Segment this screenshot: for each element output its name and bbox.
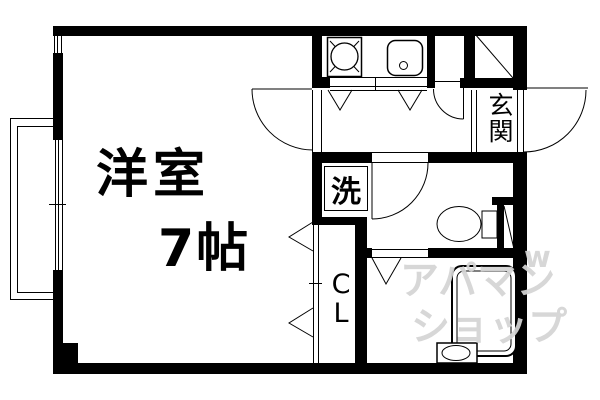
entry-opening-edge-1 [517,90,518,152]
closet-mid-tick [309,283,322,284]
balcony-outer-bottom [10,299,53,300]
main-room-label: 洋室 [96,145,211,205]
wall-entry-top [460,78,518,88]
room-door-swing [251,88,313,151]
wall-kitchen-left [312,36,322,88]
wall-entry-stub [464,36,475,83]
small-window-line-1 [54,35,55,53]
washroom-door-swing [371,162,429,220]
counter-bottom-line [330,77,427,78]
wall-corner-pillar [53,343,78,363]
balcony-inner-bottom [17,292,53,293]
entrance-label: 玄関 [485,92,514,144]
washroom-opening-top [372,152,428,153]
main-window-line-1 [55,140,56,270]
genkan-step-line-1 [471,90,472,152]
corridor-door-swing [433,88,464,120]
main-room-size-label: 7帖 [158,219,251,279]
room-opening-edge-2 [321,90,322,152]
watermark-corner: w [524,240,551,274]
counter-front-line-2 [330,90,427,91]
bath-opening-bottom [372,257,428,258]
closet-fold-mark-1 [288,221,314,252]
wall-right-upper [513,26,527,90]
bath-opening-top [372,249,428,250]
wall-kitchen-left-foot [312,77,330,88]
window-mid-tick [49,204,66,205]
wall-kitchen-right [427,36,435,88]
kitchen-fold-mark-2 [397,89,423,111]
wall-corridor-bottom-left [312,152,372,163]
kitchen-fold-mark-1 [327,89,353,111]
watermark-line-2: ショップ [411,305,568,350]
main-window-line-3 [62,140,63,270]
wall-pipespace-left [497,197,504,250]
wall-top [53,26,527,36]
wall-closet-top [312,217,363,225]
balcony-inner-top [17,126,53,127]
sink-icon [386,39,424,77]
room-opening-edge-1 [312,90,313,152]
wall-bath-top-right [428,248,527,258]
bathtub-icon [451,265,517,357]
main-window-line-2 [58,140,59,270]
washbasin-icon [436,342,478,364]
stove-icon [326,36,363,78]
closet-face-line-1 [313,225,314,363]
watermark-line-1: アパマン [400,259,556,304]
wall-left-upper [53,53,63,140]
balcony-inner-left [17,126,18,293]
balcony-outer-left [10,118,11,300]
fridge-space-line [435,81,462,82]
bath-fold-mark [371,257,402,286]
wall-washroom-left [312,152,322,225]
wall-corridor-bottom-right [428,152,527,163]
shoe-cabinet-icon [474,33,514,79]
wall-bath-top-left [355,248,372,258]
genkan-step-line-2 [476,90,477,152]
entry-opening-edge-2 [523,90,524,152]
closet-face-line-2 [318,225,319,363]
wall-left-lower [53,270,63,363]
balcony-outer-top [10,118,53,119]
counter-divider-line [375,77,376,91]
wall-bottom [53,363,527,374]
counter-front-line-1 [330,86,427,87]
washroom-opening-bottom [372,162,428,163]
small-window-line-3 [61,35,62,53]
toilet-icon [436,206,498,242]
small-window-line-2 [57,35,58,53]
closet-fold-mark-2 [288,307,314,338]
laundry-box-label: 洗 [324,166,368,211]
closet-label: CL [331,269,351,330]
entrance-door-swing [518,87,588,153]
pipe-space-icon [503,205,515,250]
